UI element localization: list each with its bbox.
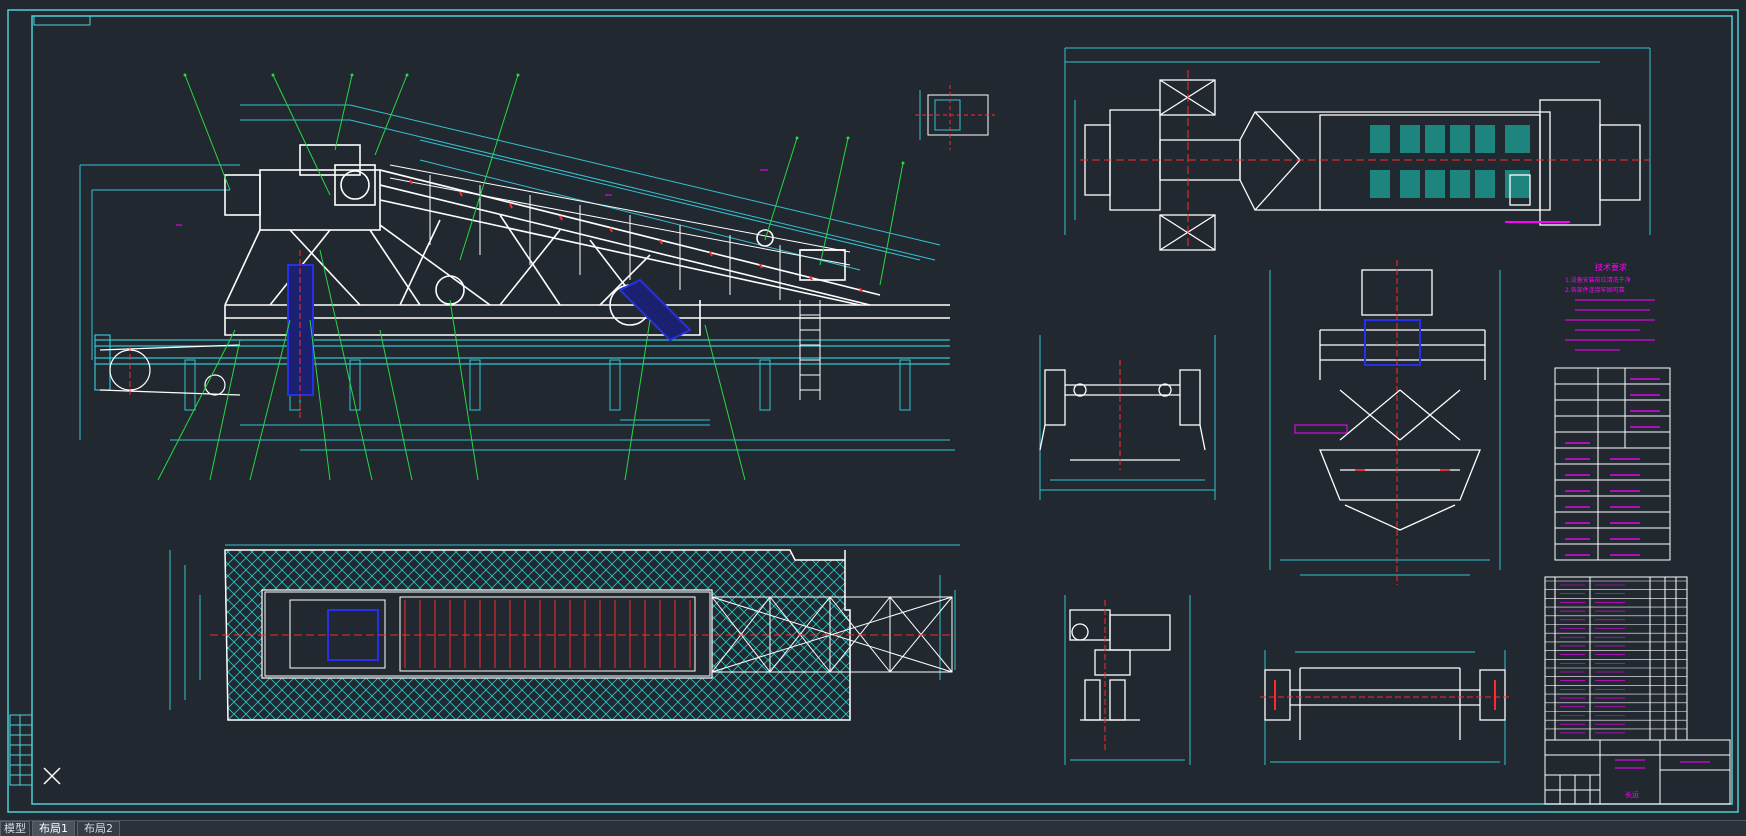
tech-requirements: 技术要求 1.设备安装前应清洗干净 2.各部件连接牢固可靠 — [1565, 262, 1655, 351]
layout-tab-bar: 模型 布局1 布局2 — [0, 820, 1746, 836]
tech-req-line-1: 1.设备安装前应清洗干净 — [1565, 276, 1631, 284]
plan-view-bottom — [169, 544, 960, 721]
frame-label-box — [33, 15, 91, 26]
tech-req-line-2: 2.各部件连接牢固可靠 — [1565, 286, 1625, 294]
tab-model[interactable]: 模型 — [0, 821, 30, 836]
drive-unit-view — [1064, 595, 1191, 765]
left-margin-table — [9, 714, 33, 786]
spec-table — [1554, 367, 1671, 561]
main-elevation-view — [79, 73, 955, 481]
inner-frame — [31, 15, 1733, 805]
spec-table-text — [1565, 378, 1660, 556]
crosshair-icon — [43, 767, 61, 785]
title-block-footer: 长运 — [1625, 790, 1639, 799]
end-elevation-view — [1269, 260, 1501, 585]
tech-requirements-title: 技术要求 — [1595, 262, 1627, 272]
cross-section-view — [1039, 335, 1216, 500]
top-plan-view — [1064, 47, 1651, 251]
tab-layout-1[interactable]: 布局1 — [32, 821, 75, 836]
tab-layout-2[interactable]: 布局2 — [77, 821, 120, 836]
title-block — [1544, 739, 1731, 805]
detail-view-top — [915, 85, 995, 150]
roller-view — [1260, 650, 1510, 765]
parts-list-rows — [1545, 580, 1687, 734]
outer-frame — [7, 9, 1739, 813]
